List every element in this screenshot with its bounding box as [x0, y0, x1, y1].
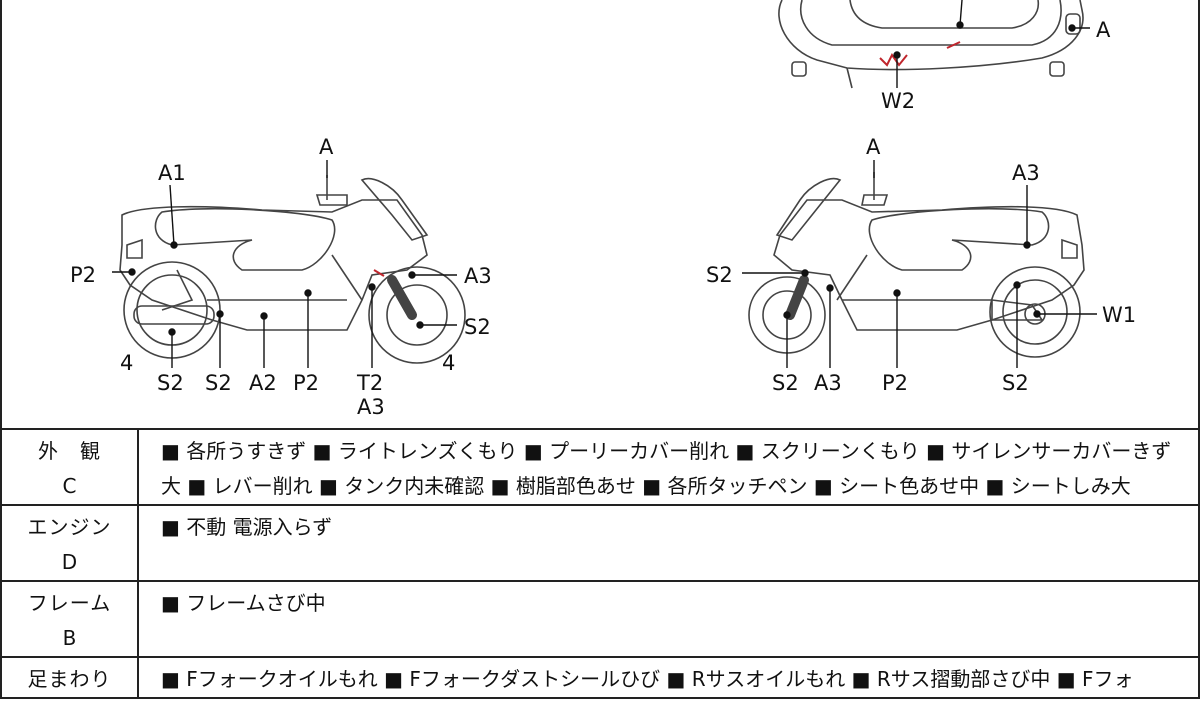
condition-category-cell: 足まわり	[0, 656, 139, 699]
callout-label: S2	[1002, 371, 1029, 395]
condition-item: スクリーンくもり	[760, 439, 920, 463]
callout-label: S2	[205, 371, 232, 395]
callout-label: A3	[1012, 161, 1040, 185]
callout-label: A3	[814, 371, 842, 395]
condition-item: 樹脂部色あせ	[515, 474, 636, 498]
bullet-square-icon: ■	[985, 474, 1005, 498]
condition-items-cell: ■ 各所うすきず ■ ライトレンズくもり ■ プーリーカバー削れ ■ スクリーン…	[137, 428, 1200, 506]
damage-diagram: A W2 A A1 P2 A3 S2 4 S2 S2 A2 P2 T2 A3 4…	[0, 0, 1200, 430]
condition-item: Fフォークダストシールひび	[409, 667, 661, 691]
callout-label: A3	[464, 264, 492, 288]
condition-item: サイレンサーカバーきず大	[161, 439, 1172, 498]
callout-label: 4	[442, 351, 455, 375]
scooter-left-view	[119, 175, 466, 364]
bullet-square-icon: ■	[161, 667, 180, 691]
damage-marks	[373, 41, 961, 277]
bullet-square-icon: ■	[187, 474, 207, 498]
scooter-right-view	[748, 172, 1085, 358]
condition-item: レバー削れ	[212, 474, 313, 498]
condition-item: Rサス摺動部さび中	[876, 667, 1051, 691]
condition-row: 足まわり ■ Fフォークオイルもれ ■ Fフォークダストシールひび ■ Rサスオイ…	[0, 656, 1200, 699]
condition-item: シートしみ大	[1010, 474, 1131, 498]
condition-category-cell: フレーム B	[0, 580, 139, 658]
callout-labels: A W2 A A1 P2 A3 S2 4 S2 S2 A2 P2 T2 A3 4…	[70, 18, 1136, 419]
bullet-square-icon: ■	[666, 667, 686, 691]
bullet-square-icon: ■	[161, 591, 180, 615]
callout-label: T2	[356, 371, 383, 395]
callout-label: 4	[120, 351, 133, 375]
bullet-square-icon: ■	[161, 515, 180, 539]
bullet-square-icon: ■	[735, 439, 755, 463]
condition-table: 外 観 C ■ 各所うすきず ■ ライトレンズくもり ■ プーリーカバー削れ ■ ス…	[0, 428, 1200, 699]
condition-items-cell: ■ Fフォークオイルもれ ■ Fフォークダストシールひび ■ Rサスオイルもれ …	[137, 656, 1200, 699]
condition-row: 外 観 C ■ 各所うすきず ■ ライトレンズくもり ■ プーリーカバー削れ ■ ス…	[0, 428, 1200, 506]
category-grade: B	[62, 626, 77, 650]
condition-item: Fフォークオイルもれ	[186, 667, 378, 691]
condition-item: ライトレンズくもり	[337, 439, 518, 463]
category-grade: D	[61, 550, 78, 574]
callout-label: A	[319, 135, 334, 159]
scooter-top-view	[778, 0, 1084, 89]
category-name: 外 観	[38, 439, 101, 463]
condition-item: 各所うすきず	[186, 439, 307, 463]
condition-item: 不動 電源入らず	[186, 515, 333, 539]
bullet-square-icon: ■	[318, 474, 338, 498]
callout-label: P2	[293, 371, 319, 395]
condition-item: Rサスオイルもれ	[691, 667, 846, 691]
condition-category-cell: 外 観 C	[0, 428, 139, 506]
bullet-square-icon: ■	[813, 474, 833, 498]
callout-label: P2	[882, 371, 908, 395]
callout-label: S2	[157, 371, 184, 395]
condition-item: プーリーカバー削れ	[549, 439, 730, 463]
callout-label: A	[866, 135, 881, 159]
callout-label: W2	[881, 89, 915, 113]
scooter-diagram-svg: A W2 A A1 P2 A3 S2 4 S2 S2 A2 P2 T2 A3 4…	[70, 0, 1136, 419]
callout-label: P2	[70, 263, 96, 287]
callout-label: S2	[464, 315, 491, 339]
bullet-square-icon: ■	[523, 439, 543, 463]
callout-label: A	[1096, 18, 1111, 42]
bullet-square-icon: ■	[1056, 667, 1076, 691]
category-name: 足まわり	[27, 667, 112, 691]
bullet-square-icon: ■	[312, 439, 332, 463]
category-grade: C	[62, 474, 77, 498]
condition-item: フレームさび中	[186, 591, 326, 615]
callout-label: S2	[706, 263, 733, 287]
bullet-square-icon: ■	[926, 439, 946, 463]
callout-leaders	[112, 0, 1097, 368]
category-name: フレーム	[27, 591, 112, 615]
callout-label: A3	[357, 395, 385, 419]
bullet-square-icon: ■	[161, 439, 180, 463]
bullet-square-icon: ■	[642, 474, 662, 498]
condition-row: エンジン D ■ 不動 電源入らず	[0, 504, 1200, 582]
bullet-square-icon: ■	[384, 667, 404, 691]
bullet-square-icon: ■	[490, 474, 510, 498]
callout-label: A2	[249, 371, 277, 395]
callout-label: S2	[772, 371, 799, 395]
condition-row: フレーム B ■ フレームさび中	[0, 580, 1200, 658]
condition-item: シート色あせ中	[839, 474, 980, 498]
bullet-square-icon: ■	[851, 667, 871, 691]
callout-label: W1	[1102, 303, 1136, 327]
condition-item: タンク内未確認	[344, 474, 485, 498]
condition-item: Fフォ	[1082, 667, 1134, 691]
condition-items-cell: ■ 不動 電源入らず	[137, 504, 1200, 582]
callout-label: A1	[158, 161, 186, 185]
condition-category-cell: エンジン D	[0, 504, 139, 582]
condition-item: 各所タッチペン	[667, 474, 808, 498]
condition-items-cell: ■ フレームさび中	[137, 580, 1200, 658]
category-name: エンジン	[27, 515, 112, 539]
